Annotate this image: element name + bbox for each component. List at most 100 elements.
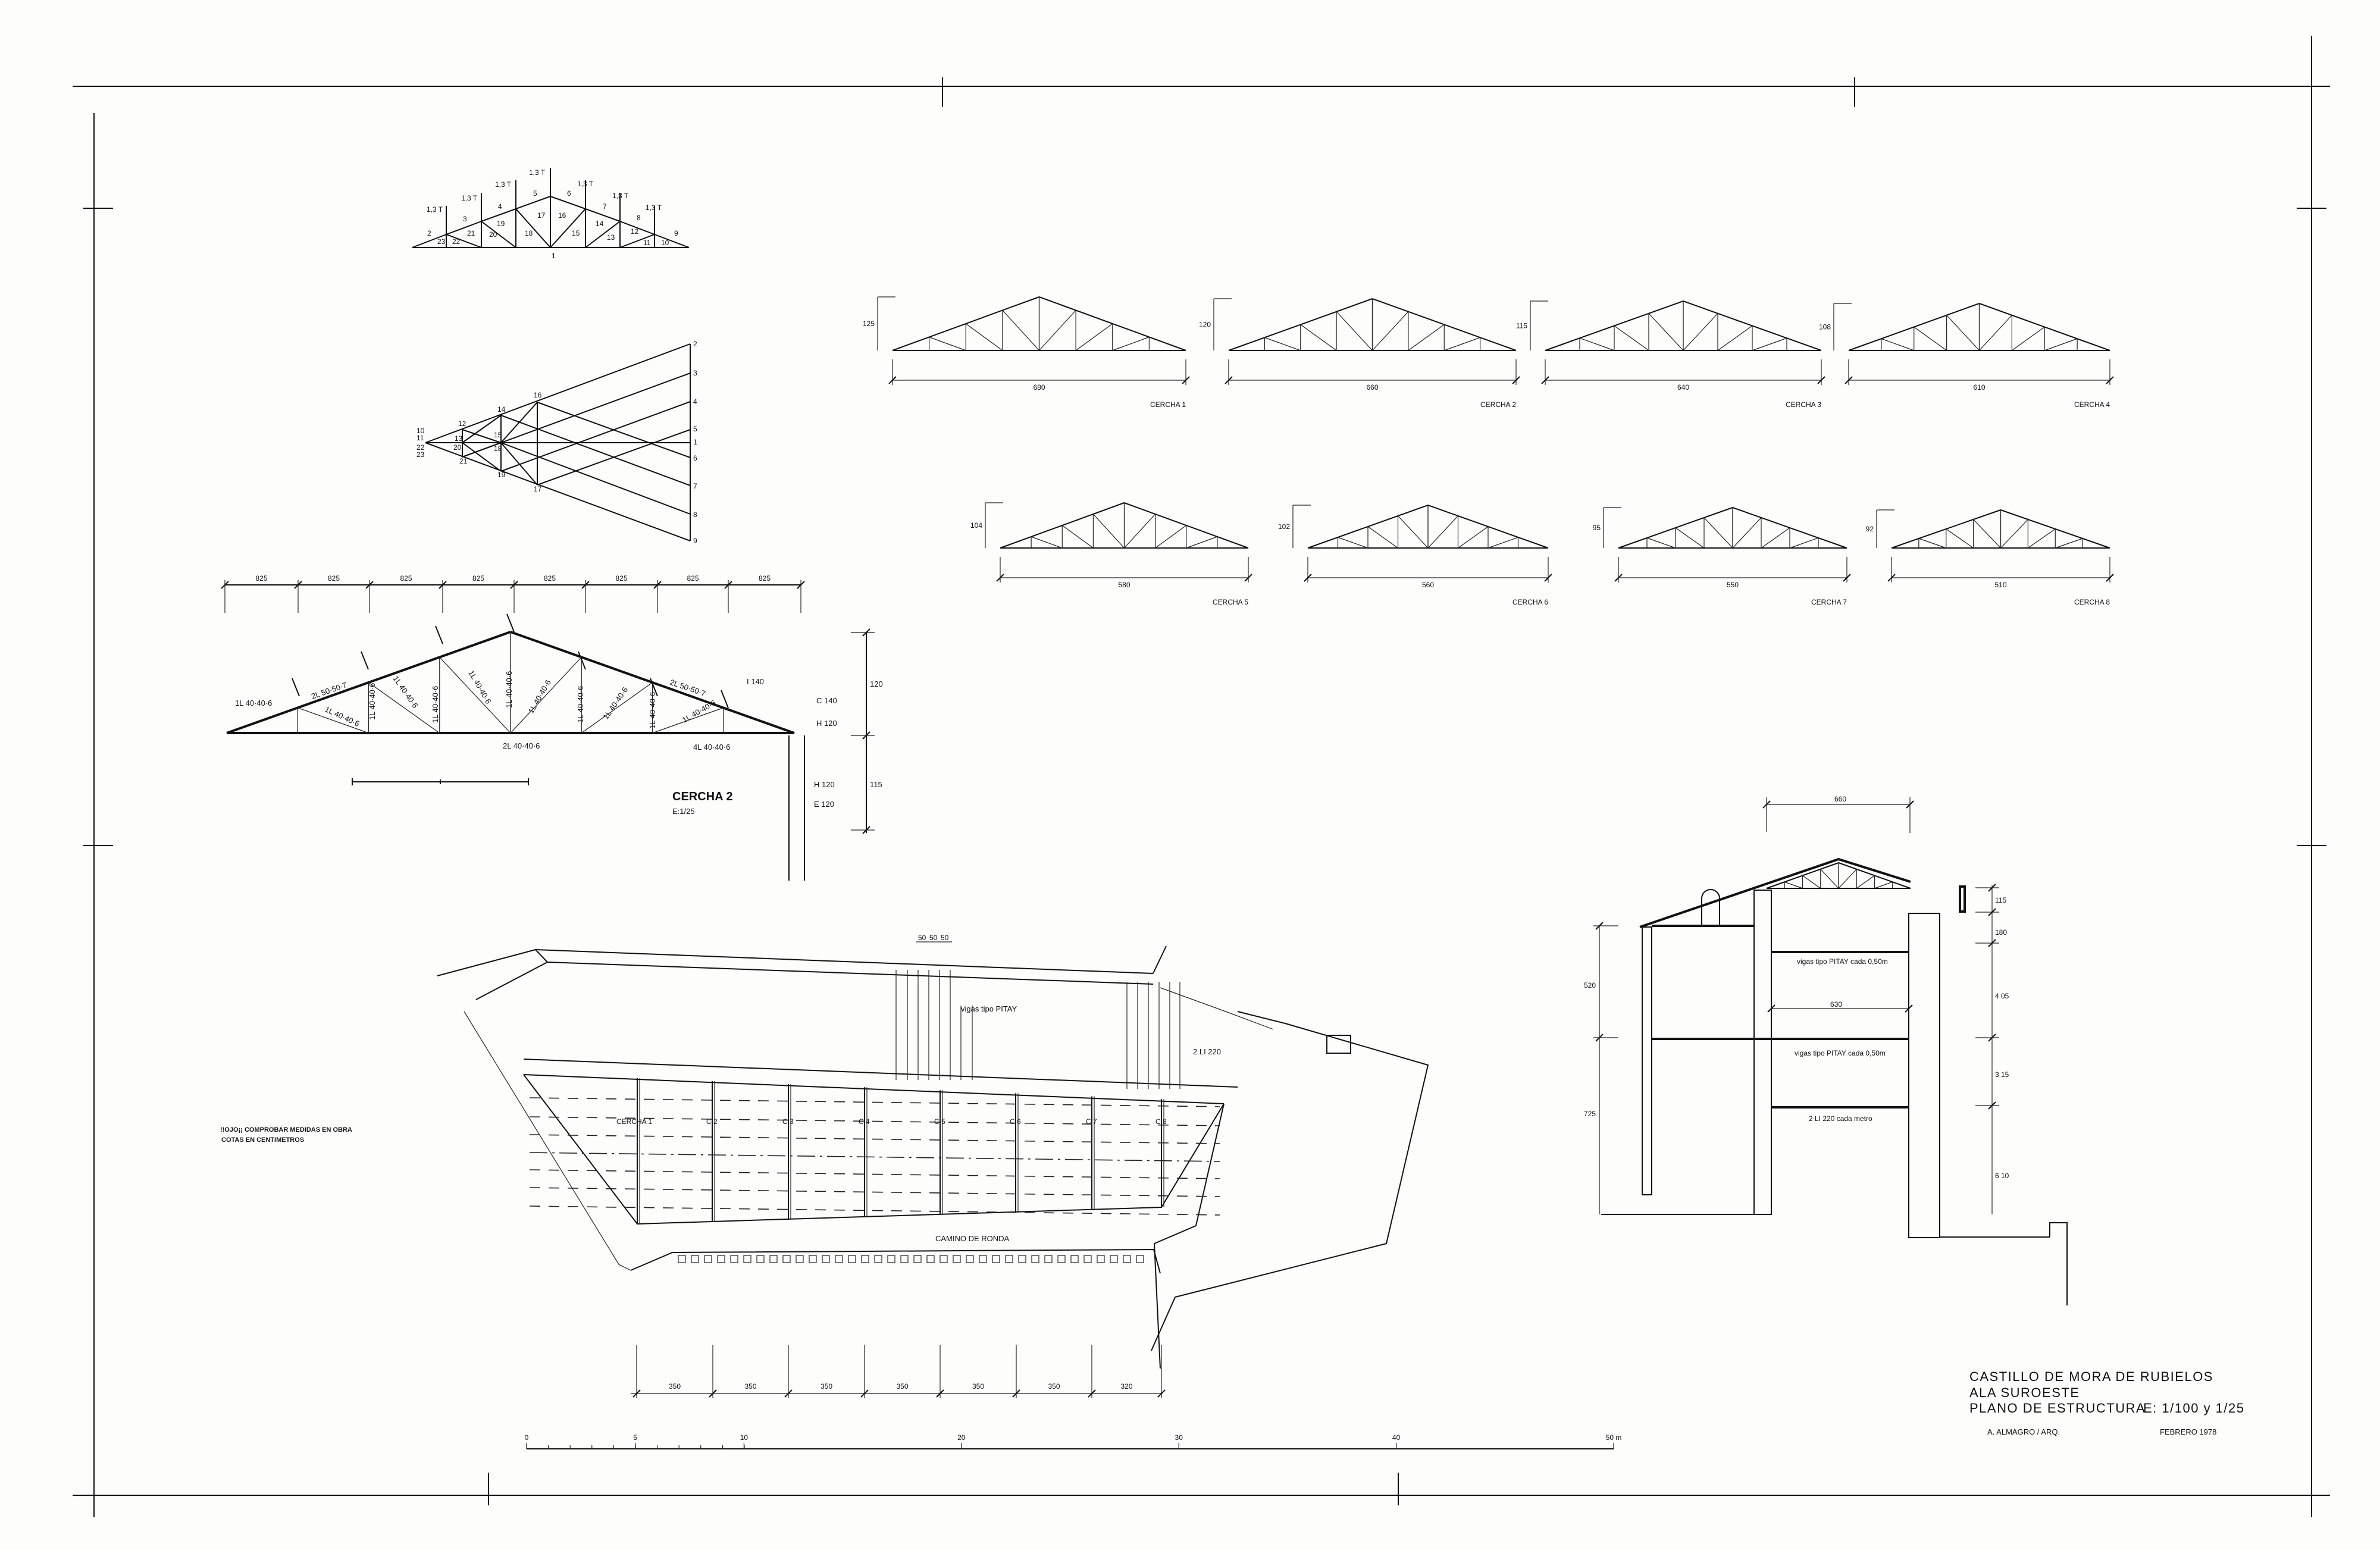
web-diagonal — [652, 707, 724, 734]
cremona-left-label: 10 — [416, 427, 425, 435]
load-label: 1,3 T — [612, 192, 629, 200]
web-diagonal — [1761, 527, 1790, 549]
cercha-name: CERCHA 3 — [1786, 400, 1821, 409]
web-diagonal — [1874, 881, 1893, 889]
e-beam-label: E 120 — [814, 800, 834, 809]
battlement — [1057, 1255, 1066, 1263]
force-diagram-truss: 1,3 T1,3 T1,3 T1,3 T1,3 T1,3 T1,3 T12345… — [412, 168, 690, 260]
floor3-label: 2 LI 220 cada metro — [1809, 1114, 1872, 1123]
project-wing: ALA SUROESTE — [1969, 1385, 2080, 1400]
dim-tick — [510, 581, 518, 589]
web-diagonal — [1002, 310, 1039, 351]
cremona-node-label: 15 — [494, 431, 502, 439]
scale-label: 10 — [740, 1433, 749, 1442]
battlement — [900, 1255, 909, 1263]
member-number: 6 — [567, 189, 571, 198]
top-chord — [550, 196, 586, 209]
dim-tick — [1244, 574, 1252, 582]
cremona-load-label: 8 — [693, 511, 697, 519]
purlin-dash — [529, 1169, 1220, 1179]
battlement — [809, 1255, 817, 1263]
web-diagonal — [446, 234, 482, 248]
web-diagonal — [1838, 869, 1857, 889]
spacing-dim-1: 50 — [918, 934, 926, 942]
member-number: 12 — [631, 227, 639, 236]
scale-label: 30 — [1175, 1433, 1183, 1442]
panel-dim: 825 — [615, 574, 627, 583]
battlement — [1018, 1255, 1026, 1263]
cremona-load-label: 6 — [693, 454, 697, 462]
purlin-dash — [529, 1097, 1220, 1107]
web-diagonal — [1488, 537, 1518, 549]
purlin-dash — [529, 1205, 1220, 1216]
web-diagonal — [550, 208, 586, 248]
wall-line — [547, 962, 1154, 985]
force-line — [462, 415, 502, 443]
height-dim: 120 — [1199, 321, 1211, 329]
top-chord — [446, 221, 482, 235]
floor2-label: vigas tipo PITAY cada 0,50m — [1795, 1049, 1886, 1057]
cremona-load-label: 5 — [693, 425, 697, 433]
beam-label: 2 LI 220 — [1193, 1047, 1221, 1056]
member-number: 4 — [498, 202, 502, 211]
cercha-name: CERCHA 4 — [2074, 400, 2110, 409]
force-line — [462, 442, 502, 458]
battlement — [822, 1255, 830, 1263]
web-diagonal — [2028, 528, 2056, 549]
sheet-frame — [73, 36, 2330, 1517]
web-diagonal — [1398, 515, 1429, 549]
dim-tick — [1012, 1389, 1020, 1398]
ridge-axis — [529, 1152, 1220, 1162]
web-diagonal — [1264, 337, 1301, 351]
purlin — [650, 678, 658, 697]
web-diagonal — [1300, 324, 1337, 351]
arched-window — [1701, 889, 1720, 925]
purlin — [292, 678, 300, 697]
walkway-edge — [630, 1248, 1161, 1274]
web-diagonal — [1918, 538, 1946, 549]
web-diagonal — [1856, 875, 1875, 889]
force-line — [500, 402, 538, 443]
title-block: CASTILLO DE MORA DE RUBIELOS ALA SUROEST… — [1969, 1369, 2244, 1436]
dim-tick — [1544, 574, 1552, 582]
dim-tick — [221, 581, 229, 589]
load-label: 1,3 T — [529, 168, 546, 177]
purlin — [361, 651, 369, 670]
dim-tick — [1988, 908, 1996, 916]
member-web-11: 1L 40·40·6 — [681, 698, 718, 724]
force-line — [500, 442, 691, 515]
floor1-label: vigas tipo PITAY cada 0,50m — [1797, 957, 1888, 966]
member-number: 13 — [607, 233, 615, 242]
dim-tick — [1988, 1034, 1996, 1042]
left-dim-1: 520 — [1584, 981, 1596, 990]
member-bottom-chord: 2L 40·40·6 — [503, 741, 540, 750]
project-title: CASTILLO DE MORA DE RUBIELOS — [1969, 1369, 2213, 1384]
load-label: 1,3 T — [495, 180, 512, 189]
scale-label: 40 — [1392, 1433, 1401, 1442]
dim-tick — [1595, 1034, 1604, 1042]
web-diagonal — [1075, 323, 1113, 351]
battlement — [796, 1255, 804, 1263]
panel-dim: 825 — [472, 574, 484, 583]
dim-tick — [784, 1389, 793, 1398]
battlement — [1070, 1255, 1079, 1263]
web-diagonal — [1579, 337, 1615, 351]
date: FEBRERO 1978 — [2160, 1427, 2216, 1436]
battlement — [704, 1255, 712, 1263]
web-diagonal — [1683, 313, 1718, 351]
member-number: 16 — [558, 211, 566, 220]
member-number: 17 — [537, 211, 546, 220]
bottom-dim: 350 — [896, 1382, 908, 1391]
joists-label: vigas tipo PITAY — [961, 1004, 1017, 1013]
roof-outline — [523, 1074, 1225, 1225]
member-number: 10 — [661, 239, 669, 247]
web-diagonal — [1458, 526, 1489, 549]
web-diagonal — [1155, 525, 1187, 549]
web-diagonal — [1648, 313, 1684, 351]
cremona-left-label: 11 — [416, 434, 424, 442]
span-dim: 510 — [1994, 581, 2006, 589]
